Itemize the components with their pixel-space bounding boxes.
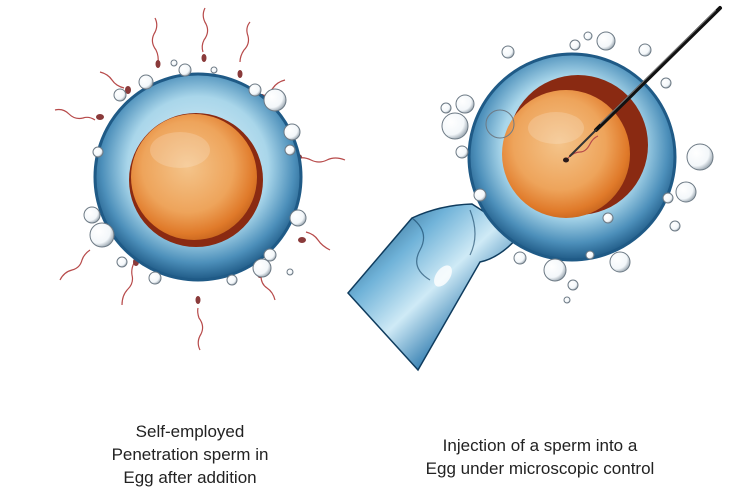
bubble [473,188,487,202]
right-bubbles [440,31,714,304]
sperm-tail [121,262,135,306]
bubble [638,43,652,57]
left-sperm-group [54,7,346,351]
sperm-head [237,70,243,78]
right-caption-line: Egg under microscopic control [425,459,655,478]
left-highlight [150,132,210,168]
right-caption: Injection of a sperm into a Egg under mi… [390,434,690,480]
bubble [289,209,307,227]
bubble [113,88,127,102]
needle-shaft [594,6,722,132]
bubble [286,268,294,276]
left-caption-line: Self-employed [135,422,245,441]
bubble [92,146,104,158]
left-caption-line: Penetration sperm in [111,445,269,464]
bubble [596,31,616,51]
injected-sperm-tail [567,135,599,159]
bubble [485,109,515,139]
right-egg [347,6,722,372]
right-highlight [528,112,584,144]
bubble [263,248,277,262]
needle-tip [569,129,597,157]
bubble [116,256,128,268]
holding-pipette [347,203,522,372]
sperm-head [96,114,104,120]
bubble [543,258,567,282]
bubble [283,123,301,141]
sperm-head [298,237,306,243]
sperm-head [201,54,207,62]
sperm-tail [239,21,251,63]
pipette-fold [411,217,431,281]
left-egg [54,7,346,351]
bubble [248,83,262,97]
sperm-tail [197,307,204,351]
left-caption-line: Egg after addition [123,468,257,487]
sperm-tail [99,71,125,89]
sperm-tail [305,231,331,251]
bubble [89,222,115,248]
bubble [686,143,714,171]
bubble [138,74,154,90]
pipette-highlight [434,265,452,287]
bubble [563,296,571,304]
sperm-head [195,296,201,304]
left-cytoplasm [131,114,257,240]
needle-shine [599,9,717,125]
bubble [252,258,272,278]
left-caption: Self-employed Penetration sperm in Egg a… [80,420,300,489]
bubble [662,192,674,204]
injected-sperm-head [563,157,569,163]
bubble [567,279,579,291]
bubble [170,59,178,67]
bubble [583,31,593,41]
sperm-tail [201,7,209,53]
bubble [501,45,515,59]
bubble [263,88,287,112]
sperm-head [125,86,131,94]
bubble [669,220,681,232]
bubble [83,206,101,224]
bubble [609,251,631,273]
pipette-body [347,203,522,372]
bubble [148,271,162,285]
sperm-head [155,60,161,68]
sperm-tail [54,108,96,121]
bubble [675,181,697,203]
bubble [585,250,595,260]
bubble [178,63,192,77]
bubble [513,251,527,265]
sperm-tail [59,249,91,281]
injection-needle [569,6,722,157]
bubble [455,94,475,114]
bubble [226,274,238,286]
left-bubbles [83,59,307,286]
sperm-tail [260,275,276,301]
bubble [602,212,614,224]
bubble [455,145,469,159]
bubble [284,144,296,156]
right-cytoplasm [502,90,630,218]
bubble [569,39,581,51]
bubble [210,66,218,74]
bubble [440,102,452,114]
sperm-tail [151,17,159,65]
right-caption-line: Injection of a sperm into a [442,436,638,455]
pipette-fold [469,209,476,256]
sperm-tail [298,157,346,163]
bubble [441,112,469,140]
bubble [660,77,672,89]
